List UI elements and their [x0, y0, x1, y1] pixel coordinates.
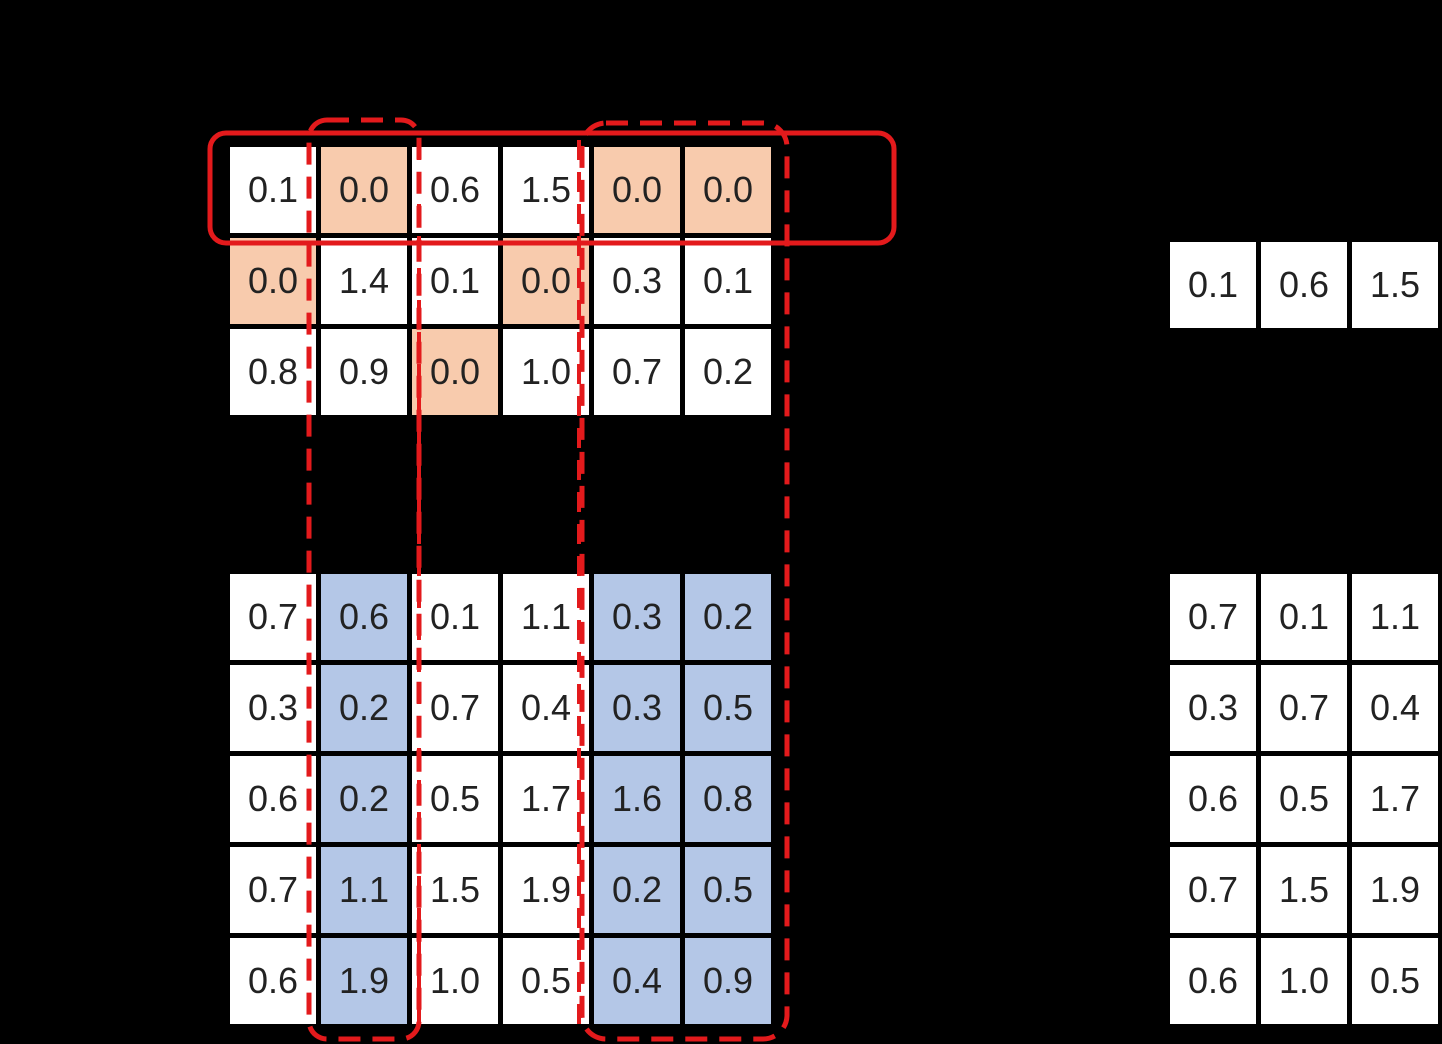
matrix-cell: 0.5	[503, 938, 589, 1024]
matrix-cell: 0.8	[230, 329, 316, 415]
matrix-cell: 0.2	[321, 665, 407, 751]
matrix-cell: 1.5	[412, 847, 498, 933]
matrix-cell: 0.1	[412, 238, 498, 324]
matrix-cell: 0.1	[412, 574, 498, 660]
matrix-cell: 1.4	[321, 238, 407, 324]
matrix-cell: 0.5	[685, 665, 771, 751]
matrix-cell: 0.7	[230, 574, 316, 660]
matrix-cell: 0.5	[1261, 756, 1347, 842]
matrix-cell: 0.1	[230, 147, 316, 233]
matrix-cell: 0.6	[230, 938, 316, 1024]
matrix-cell: 0.0	[412, 329, 498, 415]
matrix-cell: 0.7	[1170, 847, 1256, 933]
matrix-cell: 1.6	[594, 756, 680, 842]
matrix-cell: 0.7	[412, 665, 498, 751]
matrix-cell: 0.0	[230, 238, 316, 324]
matrix-cell: 0.7	[230, 847, 316, 933]
matrix-cell: 0.6	[1170, 756, 1256, 842]
matrix-cell: 0.1	[1261, 574, 1347, 660]
matrix-cell: 0.3	[594, 238, 680, 324]
matrix-cell: 0.0	[594, 147, 680, 233]
matrix-cell: 0.3	[594, 665, 680, 751]
matrix-cell: 0.6	[321, 574, 407, 660]
matrix-cell: 0.2	[685, 329, 771, 415]
matrix-cell: 0.0	[321, 147, 407, 233]
matrix-cell: 0.5	[412, 756, 498, 842]
matrix-cell: 0.9	[685, 938, 771, 1024]
matrix-cell: 0.6	[1261, 242, 1347, 328]
matrix-cell: 0.7	[1170, 574, 1256, 660]
matrix-cell: 1.1	[1352, 574, 1438, 660]
matrix-cell: 1.0	[1261, 938, 1347, 1024]
matrix-cell: 0.4	[503, 665, 589, 751]
matrix-cell: 0.6	[1170, 938, 1256, 1024]
matrix-cell: 0.3	[1170, 665, 1256, 751]
matrix-cell: 0.5	[1352, 938, 1438, 1024]
matrix-cell: 0.6	[230, 756, 316, 842]
matrix-cell: 0.6	[412, 147, 498, 233]
matrix-cell: 0.4	[594, 938, 680, 1024]
matrix-cell: 0.1	[685, 238, 771, 324]
matrix-cell: 1.1	[503, 574, 589, 660]
matrix-cell: 0.5	[685, 847, 771, 933]
matrix-cell: 0.3	[230, 665, 316, 751]
matrix-cell: 0.0	[685, 147, 771, 233]
matrix-cell: 1.9	[321, 938, 407, 1024]
matrix-cell: 1.1	[321, 847, 407, 933]
matrix-cell: 0.1	[1170, 242, 1256, 328]
matrix-cell: 1.5	[1352, 242, 1438, 328]
matrix-cell: 0.7	[1261, 665, 1347, 751]
matrix-cell: 0.9	[321, 329, 407, 415]
matrix-cell: 0.4	[1352, 665, 1438, 751]
matrix-cell: 0.3	[594, 574, 680, 660]
matrix-cell: 1.7	[503, 756, 589, 842]
matrix-cell: 1.7	[1352, 756, 1438, 842]
matrix-cell: 0.2	[321, 756, 407, 842]
matrix-cell: 0.2	[594, 847, 680, 933]
matrix-cell: 1.0	[503, 329, 589, 415]
matrix-cell: 1.9	[1352, 847, 1438, 933]
matrix-cell: 0.0	[503, 238, 589, 324]
matrix-cell: 1.9	[503, 847, 589, 933]
matrix-cell: 1.5	[1261, 847, 1347, 933]
matrix-cell: 0.2	[685, 574, 771, 660]
matrix-cell: 1.5	[503, 147, 589, 233]
matrix-cell: 1.0	[412, 938, 498, 1024]
matrix-cell: 0.7	[594, 329, 680, 415]
matrix-cell: 0.8	[685, 756, 771, 842]
